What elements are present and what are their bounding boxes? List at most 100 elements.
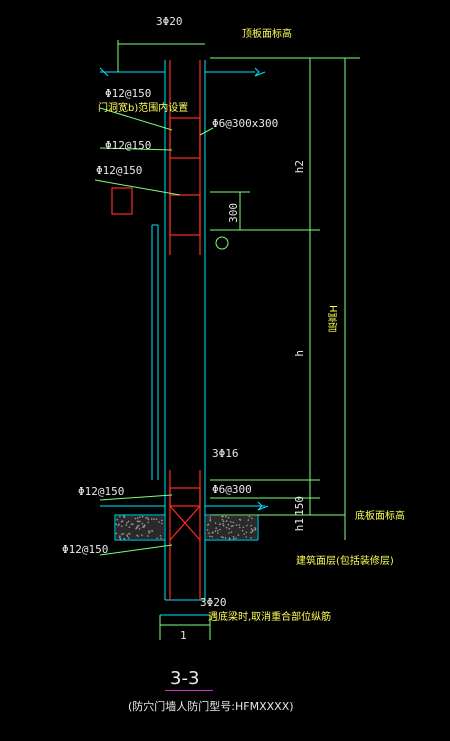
aggregate-dot: [229, 521, 232, 523]
aggregate-dot: [247, 519, 250, 521]
aggregate-dot: [158, 521, 160, 523]
aggregate-dot: [245, 536, 247, 538]
aggregate-dot: [141, 534, 143, 536]
aggregate-dot: [138, 528, 141, 530]
aggregate-dot: [139, 520, 141, 523]
stirrup-top-label: Φ6@300x300: [212, 117, 279, 130]
aggregate-dot: [235, 524, 238, 526]
aggregate-dot: [225, 515, 227, 518]
dimension-lines: [94, 40, 360, 640]
dim-h1-label: h1: [293, 518, 306, 532]
rebar-label-d: Φ12@150: [78, 485, 125, 498]
section-title: 3-3: [170, 668, 200, 689]
aggregate-dot: [232, 524, 234, 527]
rebar-label-e: Φ12@150: [62, 543, 109, 556]
aggregate-dot: [118, 523, 120, 525]
aggregate-dot: [250, 537, 252, 539]
floor-level-label: 底板面标高: [355, 511, 405, 522]
aggregate-dot: [147, 518, 150, 521]
aggregate-dot: [161, 519, 163, 522]
aggregate-dot: [138, 516, 141, 518]
aggregate-dot: [254, 529, 256, 531]
aggregate-dot: [221, 518, 224, 521]
aggregate-dot: [126, 534, 128, 536]
aggregate-dot: [209, 520, 212, 522]
slab-aggregate: [115, 515, 257, 540]
aggregate-dot: [214, 522, 217, 524]
aggregate-dot: [137, 535, 139, 537]
aggregate-dot: [251, 530, 253, 533]
aggregate-dot: [117, 524, 120, 527]
aggregate-dot: [214, 530, 217, 532]
aggregate-dot: [128, 526, 131, 528]
aggregate-dot: [121, 520, 124, 522]
aggregate-dot: [141, 522, 144, 525]
aggregate-dot: [134, 517, 137, 520]
room-height-label: 层高H: [329, 305, 340, 333]
dim-1-label: 1: [180, 629, 187, 642]
aggregate-dot: [132, 523, 134, 525]
top-level-label: 顶板面标高: [242, 29, 292, 40]
aggregate-dot: [222, 515, 224, 518]
top-rebar-label: 3Φ20: [156, 15, 183, 28]
aggregate-dot: [148, 532, 150, 534]
h-label: h: [293, 350, 306, 357]
aggregate-dot: [149, 531, 151, 533]
aggregate-dot: [222, 536, 224, 539]
aggregate-dot: [209, 535, 211, 538]
aggregate-dot: [159, 535, 162, 537]
aggregate-dot: [215, 527, 217, 529]
aggregate-dot: [222, 522, 224, 525]
aggregate-dot: [115, 532, 118, 535]
aggregate-dot: [146, 535, 149, 537]
aggregate-dot: [227, 516, 230, 519]
aggregate-dot: [126, 535, 129, 538]
aggregate-dot: [119, 536, 121, 539]
opening-note: 门洞宽b)范围内设置: [98, 103, 189, 114]
aggregate-dot: [121, 525, 123, 527]
aggregate-dot: [156, 537, 158, 540]
rebar-cage: [111, 60, 201, 600]
aggregate-dot: [229, 538, 231, 540]
aggregate-dot: [230, 531, 233, 533]
aggregate-dot: [116, 518, 118, 521]
aggregate-dot: [232, 536, 235, 538]
aggregate-dot: [150, 518, 153, 520]
aggregate-dot: [121, 533, 123, 535]
aggregate-dot: [115, 523, 118, 526]
aggregate-dot: [119, 535, 121, 537]
aggregate-dot: [155, 518, 158, 521]
aggregate-dot: [142, 526, 144, 528]
aggregate-dot: [143, 526, 145, 528]
aggregate-dot: [237, 534, 240, 536]
h2-label: h2: [293, 160, 306, 174]
aggregate-dot: [238, 524, 241, 526]
aggregate-dot: [250, 531, 252, 534]
aggregate-dot: [125, 524, 128, 526]
aggregate-dot: [211, 535, 213, 538]
aggregate-dot: [248, 515, 251, 518]
aggregate-dot: [119, 515, 121, 518]
aggregate-dot: [219, 528, 221, 531]
aggregate-dot: [160, 537, 162, 540]
section-subtitle: (防穴门墙人防门型号:HFMXXXX): [128, 700, 294, 713]
aggregate-dot: [208, 532, 210, 534]
aggregate-dot: [126, 522, 128, 524]
aggregate-dot: [209, 516, 211, 519]
aggregate-dot: [128, 537, 130, 539]
aggregate-dot: [141, 515, 144, 518]
stirrup-bottom-label: Φ6@300: [212, 483, 252, 496]
aggregate-dot: [123, 515, 125, 517]
aggregate-dot: [254, 527, 256, 529]
aggregate-dot: [122, 533, 125, 535]
aggregate-dot: [216, 529, 219, 532]
aggregate-dot: [119, 538, 122, 540]
aggregate-dot: [227, 523, 230, 526]
rebar-label-b: Φ12@150: [105, 139, 152, 152]
aggregate-dot: [211, 531, 214, 534]
aggregate-dot: [225, 520, 228, 522]
aggregate-dot: [241, 529, 244, 532]
bottom-rebar-label: 3Φ20: [200, 596, 227, 609]
aggregate-dot: [251, 517, 253, 520]
